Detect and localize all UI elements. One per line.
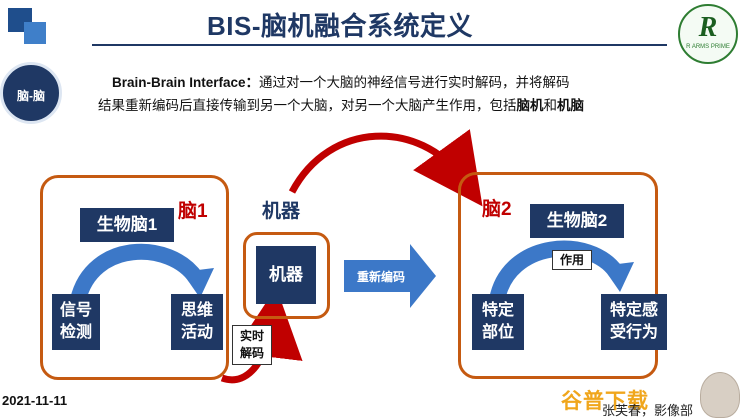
logo-caption: R ARMS PRIME	[686, 44, 730, 50]
brain1-frame	[40, 175, 229, 380]
description-line-1: Brain-Brain Interface：通过对一个大脑的神经信号进行实时解码…	[112, 71, 570, 91]
footer-date: 2021-11-11	[2, 393, 68, 408]
title-underline	[92, 44, 667, 46]
description-text-2: 结果重新编码后直接传输到另一个大脑，对另一个大脑产生作用，包括	[98, 98, 517, 113]
page-title: BIS-脑机融合系统定义	[206, 11, 473, 41]
encode-arrow-label: 重新编码	[356, 270, 405, 284]
brain-badge-label: 脑-脑	[17, 89, 45, 103]
realtime-decode-label: 实时 解码	[232, 325, 272, 365]
brain1-right-box: 思维 活动	[171, 294, 223, 350]
brain2-label: 脑2	[482, 199, 512, 220]
watermark-text: 谷普下载	[561, 390, 649, 413]
brain2-right-box: 特定感 受行为	[601, 294, 667, 350]
avatar	[700, 372, 740, 418]
description-bold-machine-brain: 机脑	[557, 98, 584, 113]
description-text-1: 通过对一个大脑的神经信号进行实时解码，并将解码	[259, 75, 570, 90]
header-square-light	[24, 22, 46, 44]
brain2-flow-curve	[489, 240, 623, 303]
brain1-label: 脑1	[178, 201, 208, 222]
logo: R R ARMS PRIME	[678, 4, 738, 64]
brain-badge-icon: 脑-脑	[0, 62, 62, 124]
brain1-title-box: 生物脑1	[80, 208, 174, 242]
brain2-left-box: 特定 部位	[472, 294, 524, 350]
description-term: Brain-Brain Interface：	[112, 75, 260, 90]
brain2-frame	[458, 172, 658, 379]
machine-frame	[243, 232, 330, 319]
brain2-action-label: 作用	[552, 250, 592, 270]
machine-box: 机器	[256, 246, 316, 304]
brain1-left-box: 信号 检测	[52, 294, 100, 350]
footer-author: 张芙春，影像部	[602, 403, 694, 418]
brain1-flow-arrowhead	[182, 268, 214, 298]
encode-arrow-shape	[344, 244, 436, 308]
logo-letter: R	[698, 12, 718, 43]
brain1-flow-curve	[70, 243, 203, 303]
brain2-title-box: 生物脑2	[530, 204, 624, 238]
machine-label: 机器	[262, 201, 301, 222]
description-bold-brain-machine: 脑机	[516, 98, 544, 113]
top-red-arc-arrow	[288, 129, 483, 207]
brain2-flow-arrowhead	[602, 262, 634, 292]
description-line-2: 结果重新编码后直接传输到另一个大脑，对另一个大脑产生作用，包括脑机和机脑	[98, 94, 584, 114]
description-and: 和	[543, 98, 558, 113]
